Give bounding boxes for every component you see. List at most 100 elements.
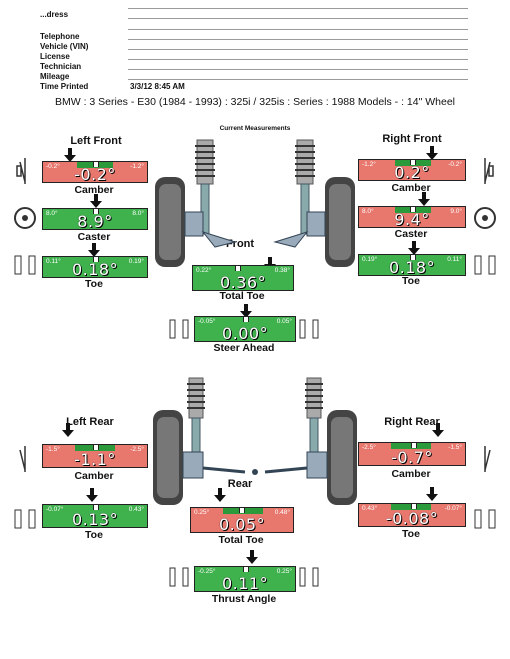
min-spec: -1.2° (362, 161, 376, 168)
left-front-caster-gauge: 8.0° 8.0° 8.9° (42, 208, 148, 230)
camber-wheel-icon (484, 446, 491, 472)
field-label-time-printed: Time Printed (40, 82, 89, 91)
toe-wheel-icon (474, 255, 496, 275)
min-spec: -1.5° (46, 446, 60, 453)
min-spec: 0.25° (194, 509, 210, 516)
thrust-angle-icon (169, 567, 189, 587)
max-spec: -2.5° (130, 446, 144, 453)
camber-wheel-icon (484, 158, 494, 184)
toe-wheel-icon (14, 509, 36, 529)
right-front-caster-gauge: 8.0° 9.0° 9.4° (358, 206, 466, 228)
max-spec: 0.38° (274, 267, 290, 274)
front-total-toe-gauge: 0.22° 0.38° 0.36° (192, 265, 294, 291)
measured-value: 0.05° (218, 515, 266, 533)
left-rear-toe-gauge: -0.07° 0.43° 0.13° (42, 504, 148, 528)
right-rear-toe-gauge: 0.43° -0.07° -0.08° (358, 503, 466, 527)
caster-wheel-icon (14, 207, 36, 229)
thrust-angle-icon (299, 567, 319, 587)
measured-value: 0.36° (219, 273, 267, 291)
measured-value: 8.9° (77, 212, 113, 230)
left-front-title: Left Front (70, 135, 122, 147)
steer-ahead-icon (169, 319, 189, 339)
min-spec: -2.5° (362, 444, 376, 451)
thrust-angle-gauge: -0.25° 0.25° 0.11° (194, 566, 296, 592)
vehicle-title: BMW : 3 Series - E30 (1984 - 1993) : 325… (55, 96, 455, 108)
field-label-telephone: Telephone (40, 32, 80, 41)
camber-wheel-icon (16, 158, 26, 184)
toe-label: Toe (402, 528, 420, 540)
caster-wheel-icon (474, 207, 496, 229)
max-spec: 0.48° (274, 509, 290, 516)
toe-label: Toe (85, 529, 103, 541)
front-suspension-illustration (155, 139, 355, 267)
min-spec: 0.43° (362, 505, 378, 512)
camber-label: Camber (391, 182, 431, 194)
field-label-address: ...dress (40, 10, 69, 19)
total-toe-label: Total Toe (218, 534, 264, 546)
max-spec: 0.19° (128, 258, 144, 265)
max-spec: -1.5° (448, 444, 462, 451)
caster-label: Caster (77, 231, 111, 243)
right-rear-camber-gauge: -2.5° -1.5° -0.7° (358, 442, 466, 466)
min-spec: -0.25° (198, 568, 216, 575)
min-spec: 0.22° (196, 267, 212, 274)
max-spec: 0.05° (276, 318, 292, 325)
max-spec: 0.11° (447, 256, 462, 263)
min-spec: 8.0° (46, 210, 58, 217)
time-printed-value: 3/3/12 8:45 AM (130, 82, 185, 91)
max-spec: -0.07° (444, 505, 462, 512)
steer-ahead-gauge: -0.05° 0.05° 0.00° (194, 316, 296, 342)
form-line (128, 59, 468, 60)
left-rear-title: Left Rear (66, 416, 114, 428)
thrust-angle-label: Thrust Angle (211, 593, 277, 605)
field-label-license: License (40, 52, 70, 61)
steer-ahead-icon (299, 319, 319, 339)
measured-value: 0.18° (71, 260, 119, 278)
measured-value: -0.08° (385, 509, 439, 527)
rear-label: Rear (227, 478, 253, 490)
steer-ahead-label: Steer Ahead (213, 342, 275, 354)
right-front-toe-gauge: 0.19° 0.11° 0.18° (358, 254, 466, 276)
form-line (128, 69, 468, 70)
form-line (128, 79, 468, 80)
camber-label: Camber (74, 470, 114, 482)
measured-value: 0.11° (221, 574, 269, 592)
left-front-toe-gauge: 0.11° 0.19° 0.18° (42, 256, 148, 278)
measured-value: 0.13° (71, 510, 119, 528)
right-front-title: Right Front (382, 133, 442, 145)
camber-wheel-icon (19, 446, 26, 472)
right-front-camber-gauge: -1.2° -0.2° 0.2° (358, 159, 466, 181)
max-spec: 0.43° (128, 506, 144, 513)
right-rear-title: Right Rear (384, 416, 440, 428)
max-spec: -1.2° (130, 163, 144, 170)
left-rear-camber-gauge: -1.5° -2.5° -1.1° (42, 444, 148, 468)
min-spec: -0.05° (198, 318, 216, 325)
toe-label: Toe (402, 275, 420, 287)
toe-wheel-icon (474, 509, 496, 529)
current-measurements-label: Current Measurements (219, 125, 291, 132)
form-line (128, 8, 468, 9)
max-spec: 8.0° (132, 210, 144, 217)
toe-label: Toe (85, 278, 103, 290)
form-line (128, 49, 468, 50)
left-front-camber-gauge: -0.2° -1.2° -0.2° (42, 161, 148, 183)
measured-value: 0.00° (221, 324, 269, 342)
toe-wheel-icon (14, 255, 36, 275)
form-line (128, 29, 468, 30)
total-toe-label: Total Toe (219, 290, 265, 302)
min-spec: 0.11° (46, 258, 61, 265)
min-spec: 8.0° (362, 208, 374, 215)
min-spec: 0.19° (362, 256, 378, 263)
field-label-technician: Technician (40, 62, 82, 71)
measured-value: 0.18° (388, 258, 436, 276)
measured-value: 9.4° (394, 210, 430, 228)
rear-total-toe-gauge: 0.25° 0.48° 0.05° (190, 507, 294, 533)
caster-label: Caster (394, 228, 428, 240)
measured-value: 0.2° (394, 163, 430, 181)
form-line (128, 39, 468, 40)
form-line (128, 18, 468, 19)
min-spec: -0.07° (46, 506, 64, 513)
measured-value: -1.1° (74, 450, 116, 468)
min-spec: -0.2° (46, 163, 60, 170)
field-label-mileage: Mileage (40, 72, 70, 81)
